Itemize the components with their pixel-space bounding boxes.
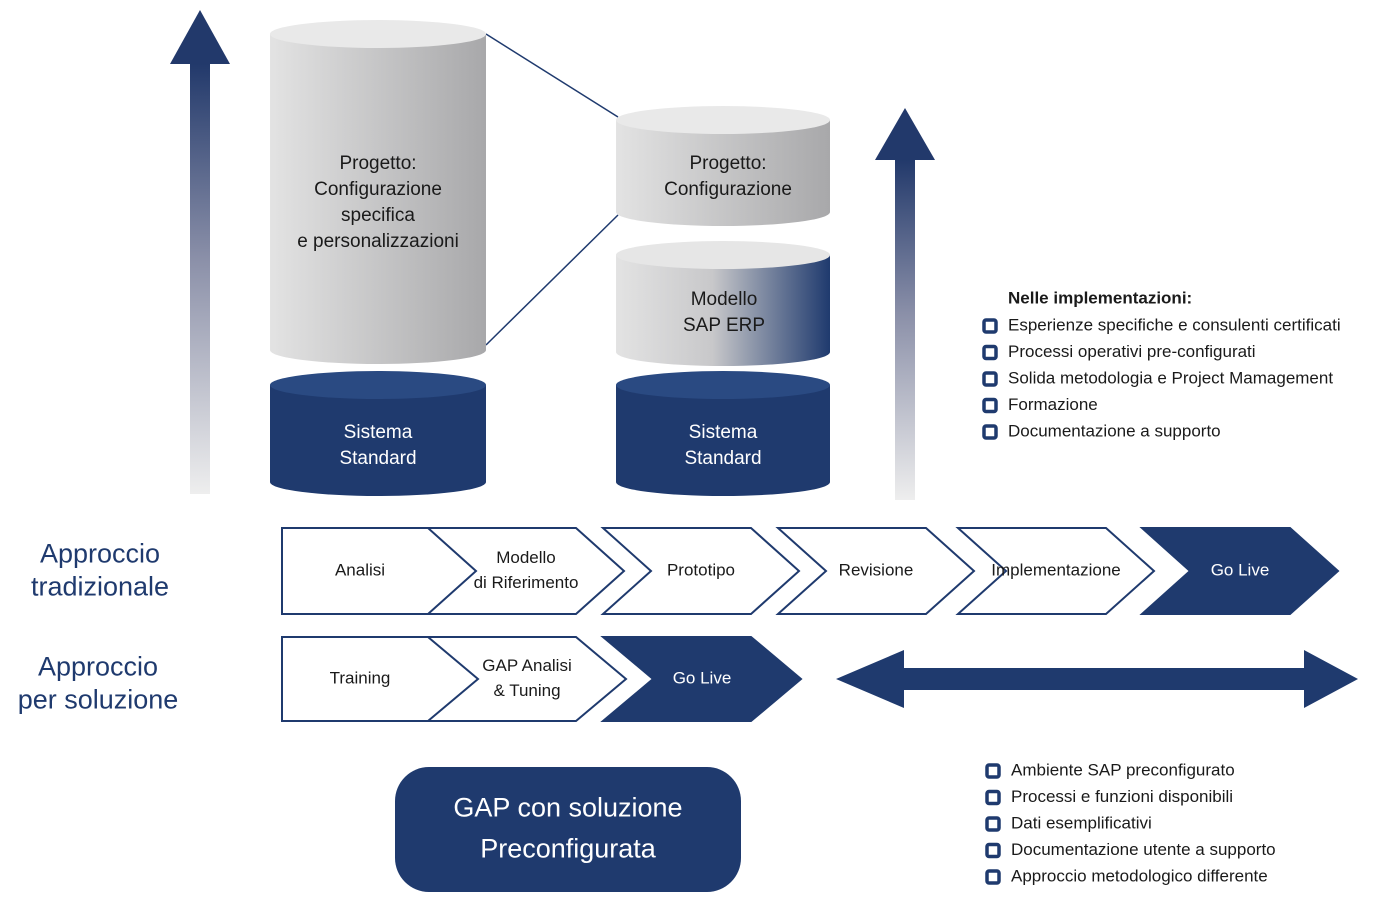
traditional-step-label: Modello di Riferimento [474, 548, 579, 592]
implementations-bullet-icon [982, 318, 998, 334]
solution-process-steps: Training GAP Analisi & Tuning Go Live [281, 636, 803, 722]
implementations-bullet-icon [982, 344, 998, 361]
solution-step-label: Training [330, 668, 391, 687]
gap-box-label-line: Preconfigurata [480, 834, 657, 864]
traditional-step-label: Prototipo [667, 560, 735, 579]
solution-step-label: GAP Analisi & Tuning [482, 656, 571, 700]
traditional-project-label-line: e personalizzazioni [297, 231, 459, 252]
implementations-bullet-icon [982, 424, 998, 440]
solution-step-label-line: GAP Analisi [482, 656, 571, 675]
traditional-project-label-line: specifica [341, 205, 415, 226]
benefits-bullet-icon [985, 869, 1001, 885]
solution-step-label: Go Live [673, 668, 732, 687]
benefits-bullet-icon [985, 842, 1001, 859]
traditional-step-label-line: di Riferimento [474, 573, 579, 592]
connector-line-bottom [485, 214, 619, 346]
traditional-step-label-line: Revisione [839, 560, 914, 579]
traditional-step-label-line: Implementazione [991, 560, 1120, 579]
traditional-project-label-line: Configurazione [314, 179, 442, 200]
traditional-step-chevron [775, 527, 976, 615]
implementations-item: Documentazione a supporto [1008, 421, 1221, 440]
implementations-title: Nelle implementazioni: [1008, 288, 1192, 307]
implementations-item: Formazione [1008, 395, 1098, 414]
solution-standard-label-line: Standard [684, 448, 761, 469]
double-arrow [836, 650, 1358, 708]
traditional-step-label: Revisione [839, 560, 914, 579]
svg-text:Progetto:Configurazione: Progetto: Configurazione [664, 153, 792, 200]
benefits-bullet-icon [985, 789, 1001, 806]
cylinder-traditional-project: Progetto: Configurazione specifica e person… [270, 20, 486, 364]
vertical-arrow-right [875, 108, 935, 500]
implementations-bullet-icon [982, 371, 998, 387]
implementations-item: Processi operativi pre-configurati [1008, 342, 1256, 361]
solution-project-label-line: Configurazione [664, 179, 792, 200]
gap-box-label-line: GAP con soluzione [453, 793, 682, 823]
benefits-item: Documentazione utente a supporto [1011, 840, 1276, 859]
solution-model-label-line: Modello [691, 289, 758, 310]
traditional-step-label-line: Analisi [335, 560, 385, 579]
implementations-list: Nelle implementazioni: Esperienze specifi… [982, 288, 1341, 440]
traditional-step-label: Analisi [335, 560, 385, 579]
implementations-bullet-icon [982, 397, 998, 414]
benefits-bullet-icon [985, 816, 1001, 832]
traditional-step-label: Go Live [1211, 560, 1270, 579]
traditional-step-chevron [1139, 527, 1340, 615]
cylinder-solution-project: Progetto: Configurazione [616, 106, 830, 226]
solution-row-label-line: Approccio [38, 652, 158, 682]
traditional-project-label-line: Progetto: [339, 153, 416, 174]
traditional-row-label-line: tradizionale [31, 572, 169, 602]
traditional-step-label-line: Prototipo [667, 560, 735, 579]
solution-row-label-line: per soluzione [18, 685, 179, 715]
solution-step-chevron [600, 636, 803, 722]
solution-step-label-line: Training [330, 668, 391, 687]
solution-project-label-line: Progetto: [689, 153, 766, 174]
traditional-step-chevron [955, 527, 1156, 615]
implementations-item: Esperienze specifiche e consulenti certi… [1008, 315, 1341, 334]
traditional-step-chevron [425, 527, 626, 615]
solution-step-label-line: Go Live [673, 668, 732, 687]
solution-standard-label-line: Sistema [689, 422, 758, 443]
benefits-item: Processi e funzioni disponibili [1011, 787, 1233, 806]
traditional-step-chevron [600, 527, 801, 615]
connector-line-top [485, 33, 619, 118]
benefits-item: Approccio metodologico differente [1011, 866, 1268, 885]
solution-step-label-line: & Tuning [493, 681, 560, 700]
benefits-bullet-icon [985, 763, 1001, 779]
benefits-item: Dati esemplificativi [1011, 813, 1152, 832]
traditional-step-label-line: Go Live [1211, 560, 1270, 579]
solution-model-label-line: SAP ERP [683, 315, 765, 336]
traditional-standard-label-line: Standard [339, 448, 416, 469]
traditional-process-steps: Analisi Modello di Riferimento Prototipo Rev… [281, 527, 1340, 615]
traditional-row-label-line: Approccio [40, 539, 160, 569]
benefits-item: Ambiente SAP preconfigurato [1011, 760, 1235, 779]
solution-step-chevron [425, 636, 628, 722]
vertical-arrow-left [170, 10, 230, 494]
traditional-standard-label-line: Sistema [344, 422, 413, 443]
traditional-step-label-line: Modello [496, 548, 556, 567]
implementations-item: Solida metodologia e Project Mamagement [1008, 368, 1333, 387]
traditional-step-label: Implementazione [991, 560, 1120, 579]
